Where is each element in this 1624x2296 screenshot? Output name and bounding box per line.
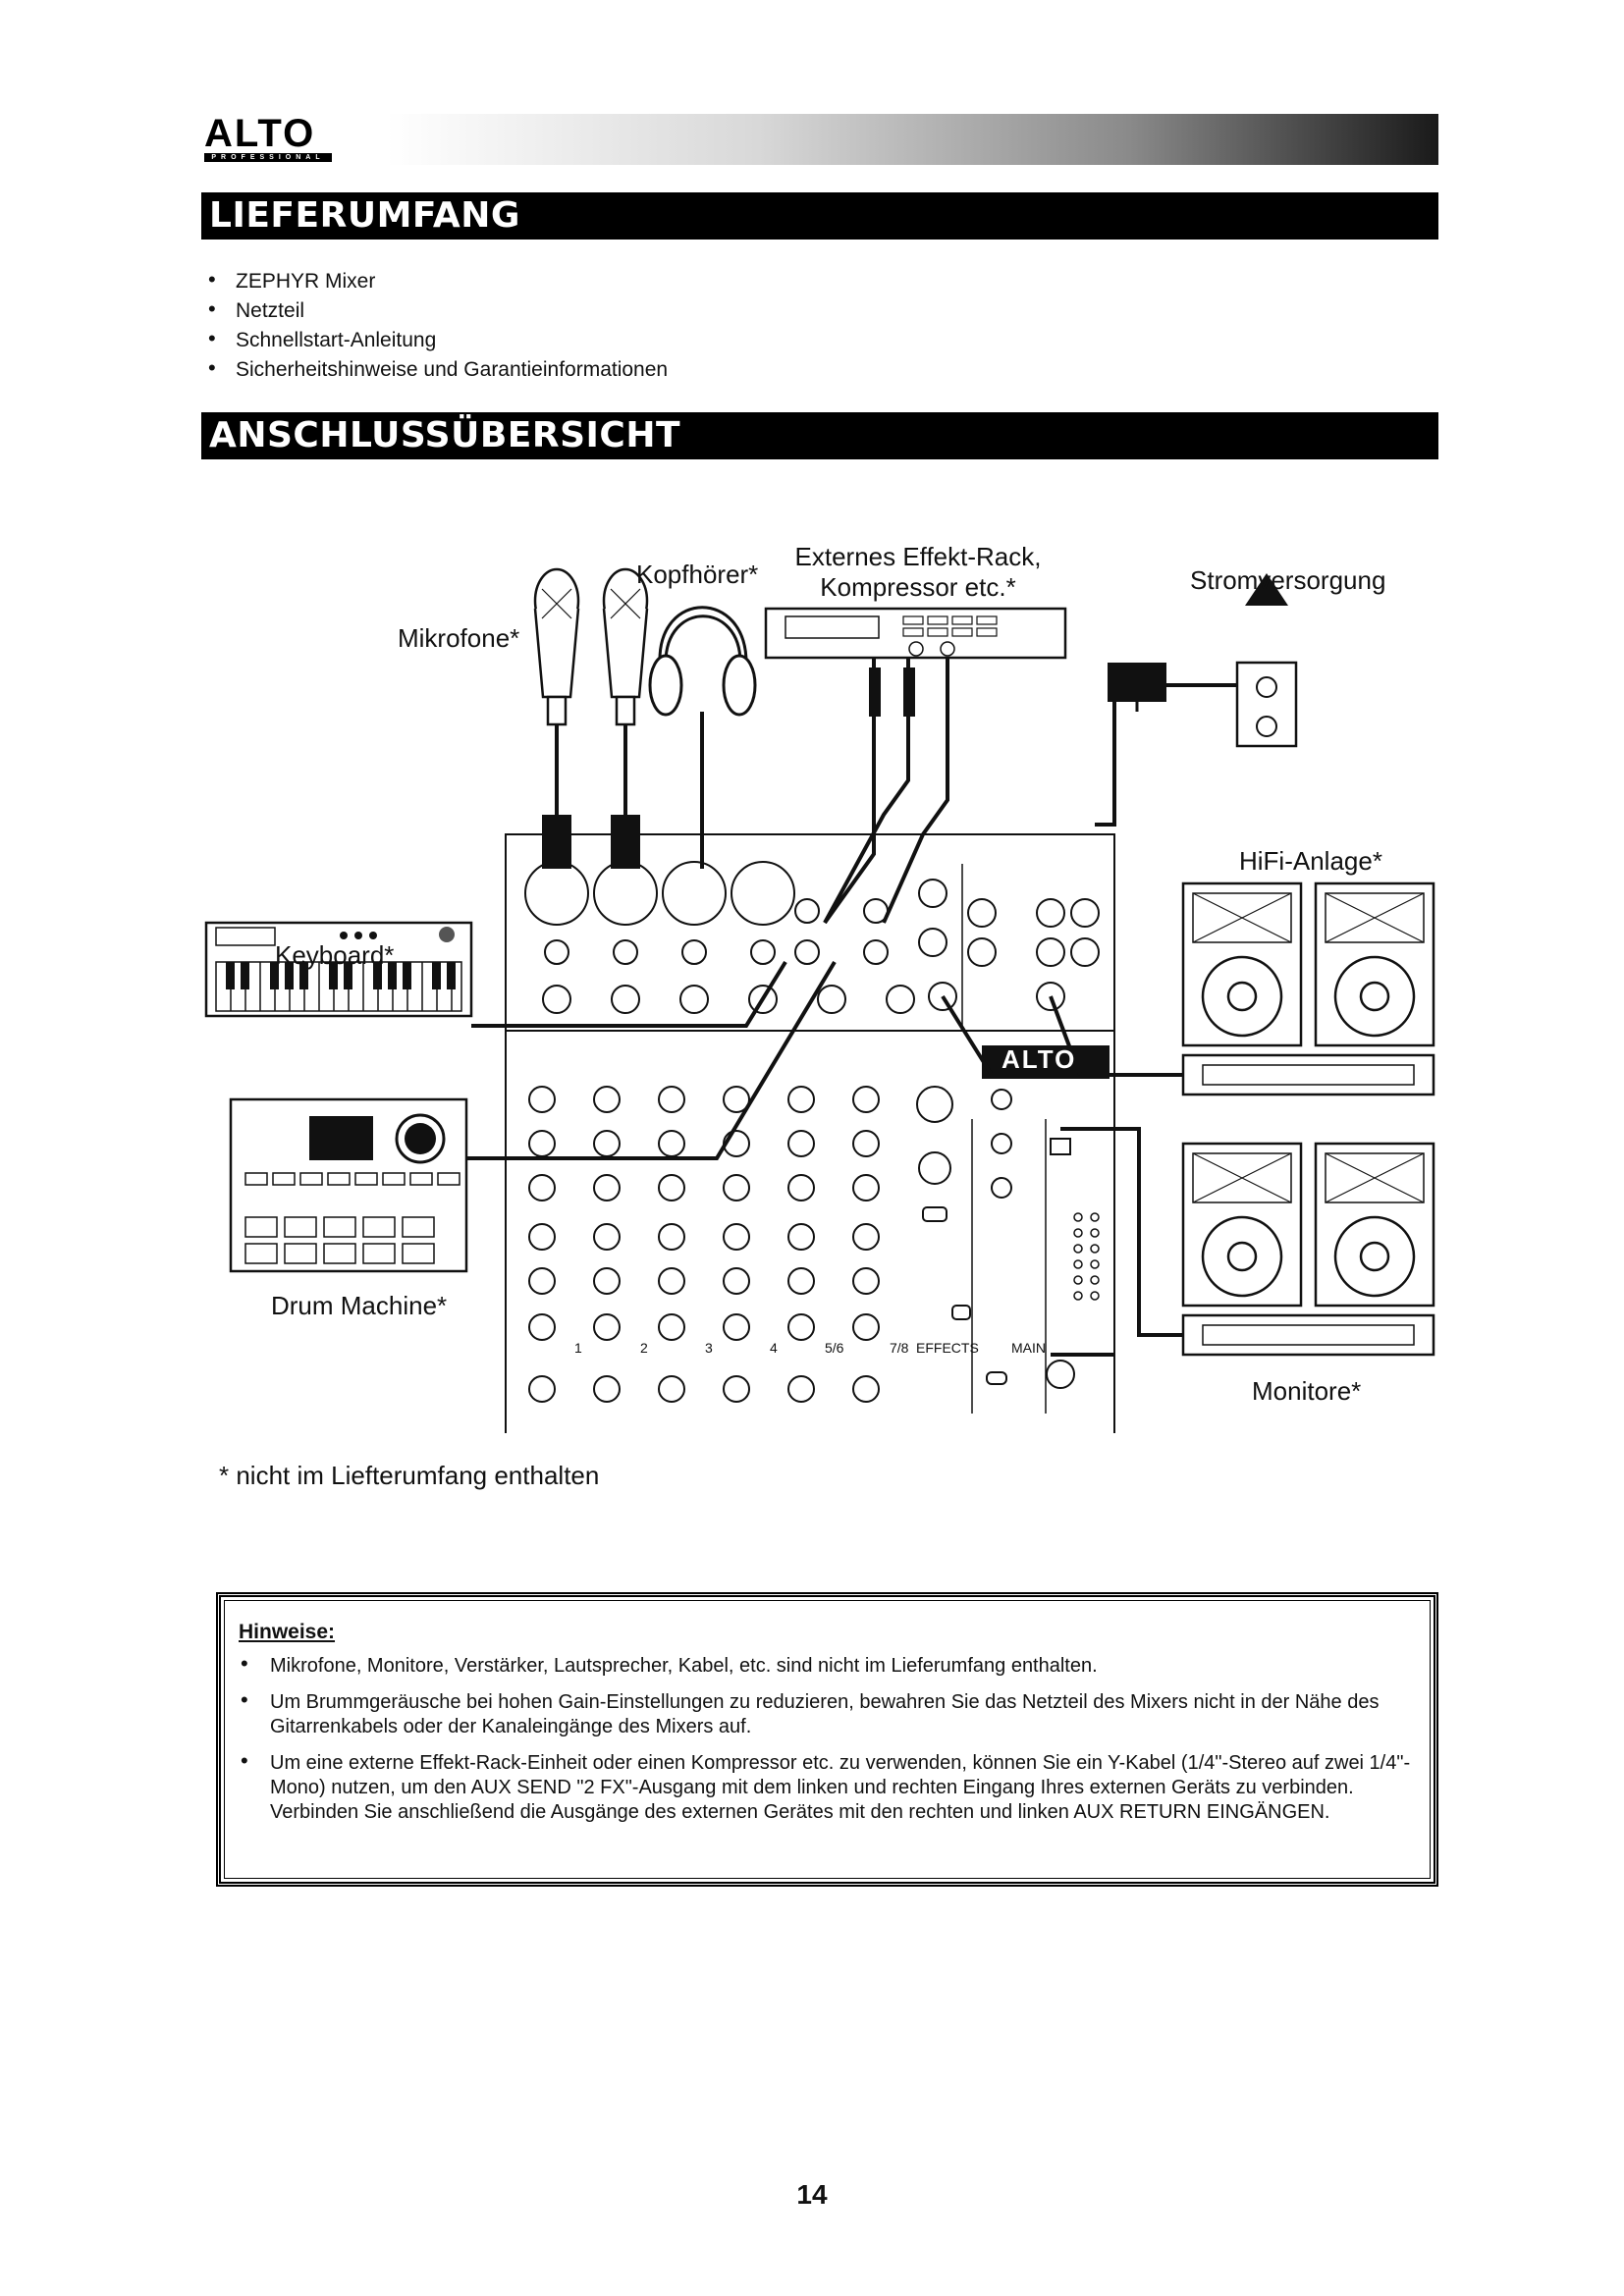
label-monitors: Monitore*	[1252, 1376, 1361, 1407]
list-item: Mikrofone, Monitore, Verstärker, Lautspr…	[239, 1654, 1417, 1679]
list-item: Um eine externe Effekt-Rack-Einheit oder…	[239, 1751, 1417, 1825]
page-number: 14	[0, 2179, 1624, 2211]
notes-title: Hinweise:	[239, 1621, 335, 1644]
list-item: ZEPHYR Mixer	[206, 267, 668, 296]
label-power: Stromversorgung	[1190, 565, 1385, 596]
channel-number-5-6: 5/6	[825, 1340, 843, 1356]
microphone-icons	[535, 569, 647, 724]
notes-list: Mikrofone, Monitore, Verstärker, Lautspr…	[239, 1654, 1417, 1837]
label-effects-rack-line1: Externes Effekt-Rack,	[785, 542, 1051, 572]
power-supply-icon	[1095, 573, 1296, 825]
list-item: Schnellstart-Anleitung	[206, 326, 668, 355]
channel-number-2: 2	[640, 1340, 648, 1356]
label-hifi: HiFi-Anlage*	[1239, 846, 1382, 877]
hifi-speakers-icon	[1183, 883, 1434, 1095]
list-item: Sicherheitshinweise und Garantieinformat…	[206, 355, 668, 385]
effects-rack-icon	[766, 609, 1065, 658]
logo-subtitle: PROFESSIONAL	[204, 153, 332, 162]
mixer-input-jacks	[525, 862, 1099, 1013]
label-effects-rack-line2: Kompressor etc.*	[785, 572, 1051, 603]
list-item: Netzteil	[206, 296, 668, 326]
label-microphones: Mikrofone*	[398, 623, 519, 654]
mixer-brand: ALTO	[1001, 1044, 1076, 1075]
effects-label: EFFECTS	[916, 1340, 979, 1356]
headphones-icon	[650, 608, 755, 715]
label-keyboard: Keyboard*	[275, 940, 394, 971]
label-drum-machine: Drum Machine*	[271, 1291, 447, 1321]
list-item: Um Brummgeräusche bei hohen Gain-Einstel…	[239, 1690, 1417, 1739]
alto-logo: ALTO PROFESSIONAL	[204, 118, 332, 163]
channel-number-3: 3	[705, 1340, 713, 1356]
label-effects-rack: Externes Effekt-Rack, Kompressor etc.*	[785, 542, 1051, 603]
section-title-contents: LIEFERUMFANG	[201, 192, 1438, 240]
notes-box: Hinweise: Mikrofone, Monitore, Verstärke…	[216, 1592, 1438, 1887]
header-gradient-bar	[201, 114, 1438, 165]
label-headphones: Kopfhörer*	[636, 560, 758, 590]
connection-diagram: Mikrofone* Kopfhörer* Externes Effekt-Ra…	[196, 530, 1443, 1433]
section-title-overview: ANSCHLUSSÜBERSICHT	[201, 412, 1438, 459]
footnote: * nicht im Liefterumfang enthalten	[219, 1461, 599, 1491]
monitor-speakers-icon	[1183, 1144, 1434, 1355]
drum-machine-icon	[231, 1099, 466, 1271]
channel-number-1: 1	[574, 1340, 582, 1356]
channel-number-4: 4	[770, 1340, 778, 1356]
main-label: MAIN	[1011, 1340, 1046, 1356]
logo-brand: ALTO	[204, 112, 315, 155]
channel-number-7-8: 7/8	[890, 1340, 908, 1356]
contents-list: ZEPHYR Mixer Netzteil Schnellstart-Anlei…	[206, 267, 668, 385]
